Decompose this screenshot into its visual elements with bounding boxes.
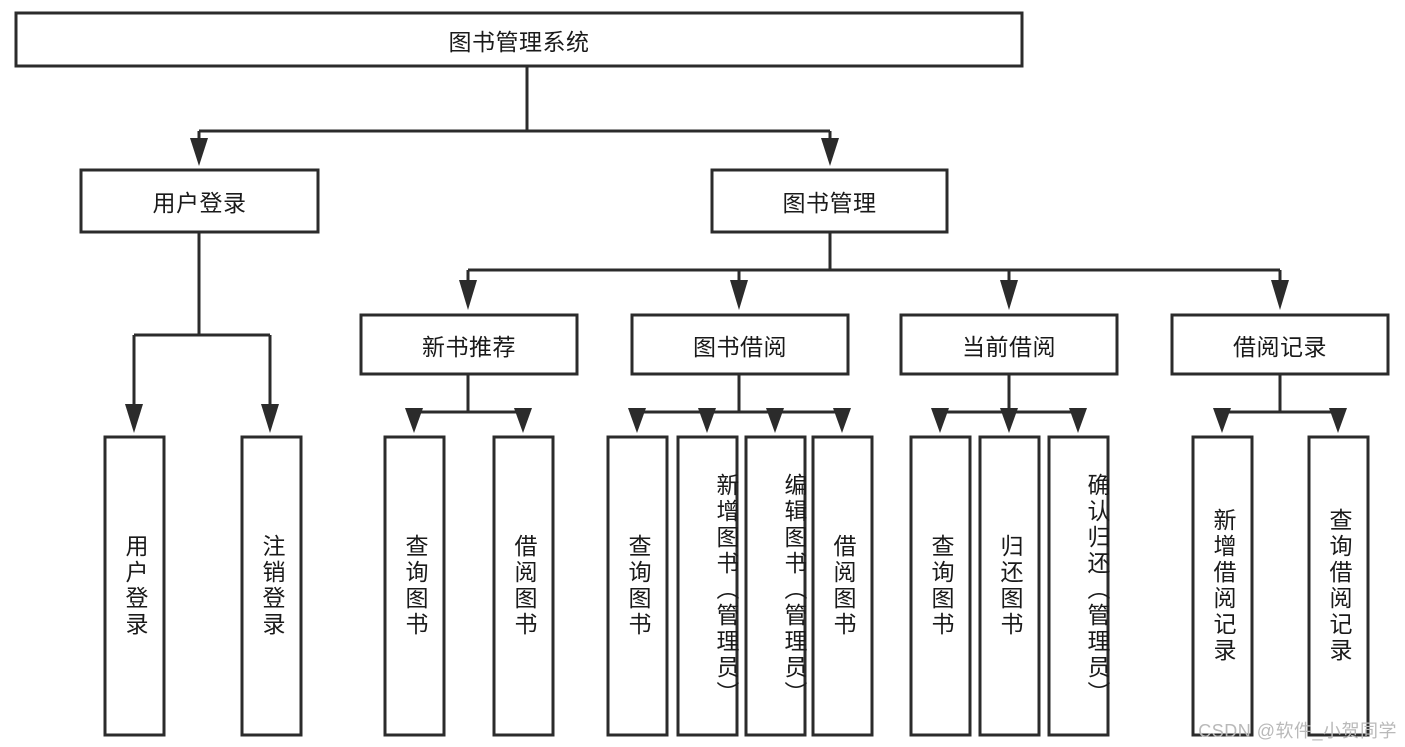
arrow-bm-c1 <box>459 280 477 310</box>
arrow-ul-leaf2 <box>261 404 279 433</box>
node-box-book-borrow[interactable] <box>630 313 850 376</box>
node-box-leaf-borrow-book-2[interactable] <box>811 435 874 737</box>
arrow-bm-c4 <box>1271 280 1289 310</box>
arrow-bm-c2 <box>730 280 748 310</box>
arrow-root-to-user-login <box>190 138 208 166</box>
node-boxes <box>14 11 1390 737</box>
node-box-leaf-add-book[interactable] <box>676 435 739 737</box>
arrow-bb-l2 <box>698 408 716 433</box>
node-box-leaf-edit-book[interactable] <box>744 435 807 737</box>
arrow-bb-l1 <box>628 408 646 433</box>
node-box-user-login[interactable] <box>79 168 320 234</box>
node-box-leaf-query-record[interactable] <box>1307 435 1370 737</box>
arrow-bb-l3 <box>766 408 784 433</box>
arrow-root-to-book-manage <box>821 138 839 166</box>
node-box-new-book-rec[interactable] <box>359 313 579 376</box>
arrow-cb-l3 <box>1069 408 1087 433</box>
node-box-leaf-borrow-book-1[interactable] <box>492 435 555 737</box>
connectors <box>125 66 1347 433</box>
node-box-book-manage[interactable] <box>710 168 949 234</box>
node-box-current-borrow[interactable] <box>899 313 1119 376</box>
arrow-cb-l2 <box>1000 408 1018 433</box>
arrow-ul-leaf1 <box>125 404 143 433</box>
node-box-leaf-return-book[interactable] <box>978 435 1041 737</box>
node-box-leaf-add-record[interactable] <box>1191 435 1254 737</box>
node-box-leaf-query-book-2[interactable] <box>606 435 669 737</box>
node-box-root[interactable] <box>14 11 1024 68</box>
node-box-leaf-query-book-3[interactable] <box>909 435 972 737</box>
node-box-leaf-logout[interactable] <box>240 435 303 737</box>
arrow-br-l2 <box>1329 408 1347 433</box>
node-box-borrow-record[interactable] <box>1170 313 1390 376</box>
arrow-bb-l4 <box>833 408 851 433</box>
arrow-bm-c3 <box>1000 280 1018 310</box>
node-box-leaf-confirm-return[interactable] <box>1047 435 1110 737</box>
node-box-leaf-query-book-1[interactable] <box>383 435 446 737</box>
arrow-nbr-l1 <box>405 408 423 433</box>
arrow-nbr-l2 <box>514 408 532 433</box>
arrow-cb-l1 <box>931 408 949 433</box>
arrow-br-l1 <box>1213 408 1231 433</box>
node-box-leaf-user-login[interactable] <box>103 435 166 737</box>
watermark-text: CSDN @软件_小贺同学 <box>1198 721 1397 741</box>
